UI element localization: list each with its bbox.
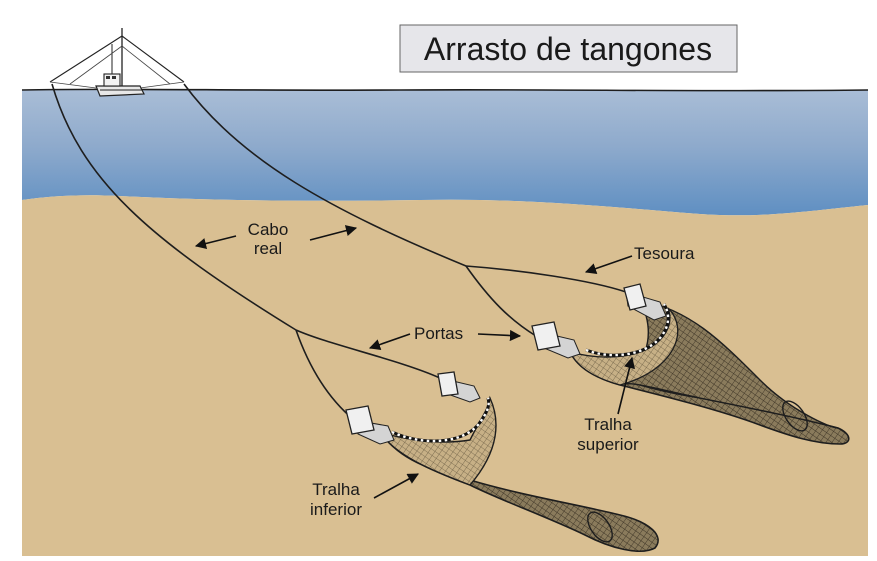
trawl-net-left [295, 329, 659, 552]
label-portas: Portas [368, 324, 522, 350]
label-tralha-inferior-line1: Tralha [312, 480, 360, 499]
arrow-cabo-real-right [309, 225, 358, 241]
label-tralha-superior-line2: superior [577, 435, 639, 454]
label-portas-text: Portas [414, 324, 463, 343]
cabo-real-right [183, 83, 467, 267]
arrow-tralha-superior [617, 356, 635, 415]
arrow-portas-right [477, 329, 522, 342]
cabo-real-left [51, 83, 297, 331]
arrow-tralha-inferior [373, 473, 419, 499]
diagram-title: Arrasto de tangones [424, 31, 712, 67]
label-tralha-superior-line1: Tralha [584, 415, 632, 434]
arrow-tesoura [584, 255, 633, 274]
label-tesoura: Tesoura [584, 244, 695, 274]
title-box: Arrasto de tangones [399, 24, 738, 73]
trawler-boat [49, 28, 185, 97]
arrow-cabo-real-left [194, 235, 237, 249]
label-cabo-real-line1: Cabo [248, 220, 289, 239]
label-tralha-inferior: Tralha inferior [310, 473, 419, 519]
arrow-portas-left [368, 333, 411, 350]
water [22, 90, 868, 216]
label-cabo-real-line2: real [254, 239, 282, 258]
label-tralha-inferior-line2: inferior [310, 500, 362, 519]
label-cabo-real: Cabo real [194, 220, 358, 258]
trawl-net-right [465, 265, 850, 445]
label-tralha-superior: Tralha superior [577, 356, 639, 454]
label-tesoura-text: Tesoura [634, 244, 695, 263]
